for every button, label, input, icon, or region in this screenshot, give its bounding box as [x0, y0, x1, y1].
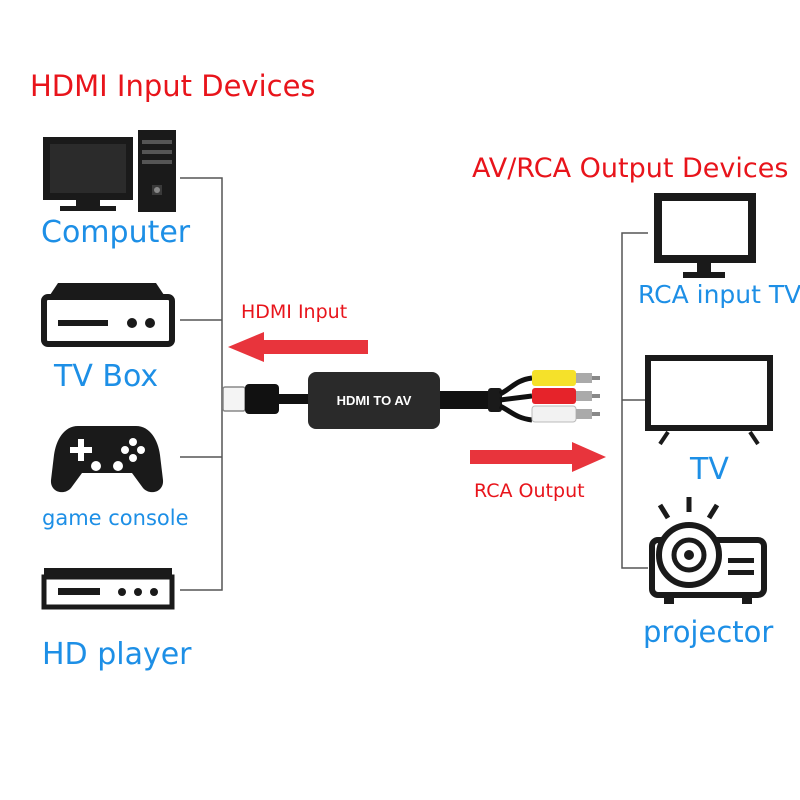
- rca-input-tv-label: RCA input TV: [638, 280, 800, 309]
- adapter-label: HDMI TO AV: [337, 393, 412, 408]
- computer-label: Computer: [41, 215, 191, 250]
- gamepad-icon: [50, 426, 164, 493]
- hd-player-label: HD player: [42, 637, 192, 672]
- tv-box-label: TV Box: [54, 359, 159, 394]
- set-top-box-icon: [41, 283, 175, 347]
- monitor-icon: [654, 193, 756, 278]
- av-cable-bundle: [440, 375, 533, 423]
- output-bracket-lines: [621, 232, 648, 569]
- media-player-icon: [41, 568, 175, 610]
- hdmi-plug-icon: [222, 384, 311, 414]
- output-devices-heading: AV/RCA Output Devices: [472, 153, 789, 184]
- input-devices-heading: HDMI Input Devices: [30, 69, 316, 103]
- projector-icon: [649, 497, 767, 604]
- rca-yellow-plug: [532, 370, 600, 386]
- rca-white-plug: [531, 405, 600, 423]
- rca-output-arrow: [470, 442, 606, 472]
- tv-label: TV: [690, 452, 729, 487]
- rca-red-plug: [532, 388, 600, 404]
- rca-output-label: RCA Output: [474, 480, 585, 502]
- desktop-computer-icon: [43, 130, 176, 212]
- hdmi-to-av-adapter: [308, 372, 440, 429]
- input-bracket-lines: [180, 177, 223, 591]
- flat-tv-icon: [645, 355, 773, 446]
- hdmi-input-arrow: [228, 332, 368, 362]
- projector-label: projector: [643, 615, 774, 649]
- game-console-label: game console: [42, 506, 189, 530]
- hdmi-input-label: HDMI Input: [241, 301, 348, 323]
